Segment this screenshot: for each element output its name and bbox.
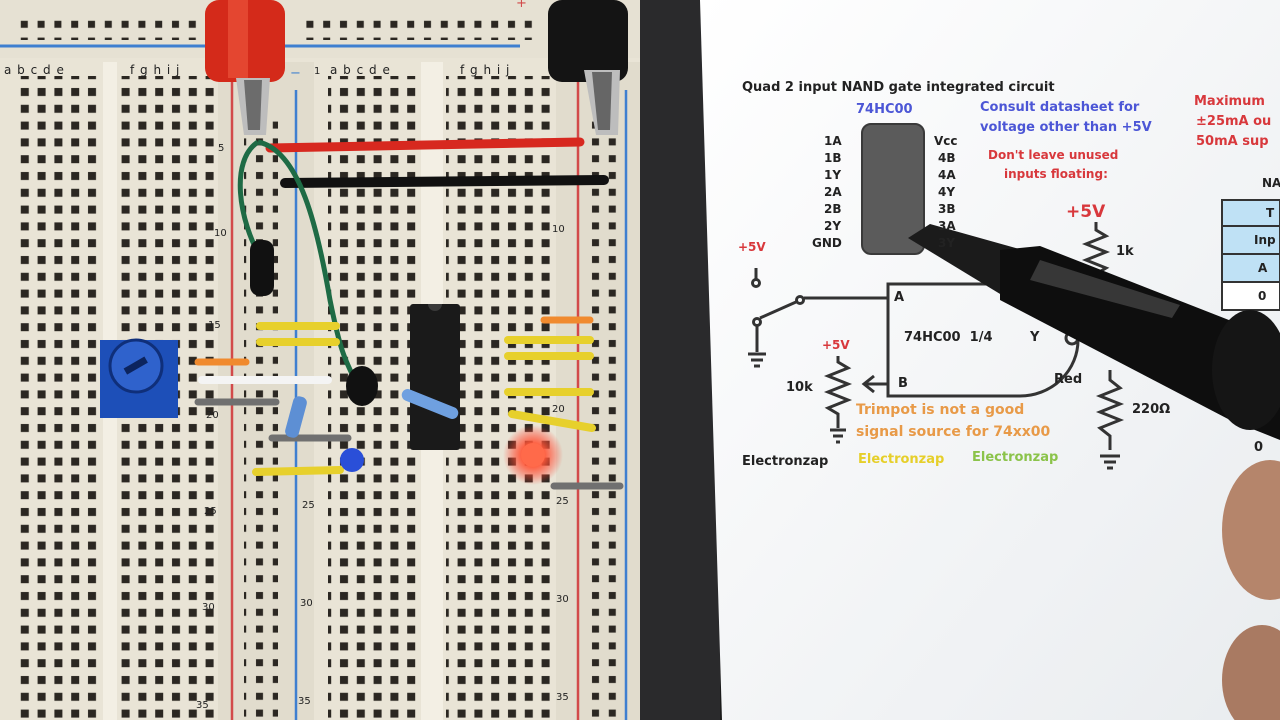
table-cell: A: [1258, 261, 1268, 275]
trimpot-note-line1: Trimpot is not a good: [856, 402, 1025, 418]
row-number: 20: [552, 404, 565, 415]
pin-label-right: 3B: [938, 202, 956, 216]
pin-label-left: 2B: [824, 202, 842, 216]
chip-name: 74HC00: [856, 102, 913, 117]
note-voltage-line2: voltage other than +5V: [980, 120, 1152, 135]
sheet-title: Quad 2 input NAND gate integrated circui…: [742, 80, 1055, 95]
note-floating-line2: inputs floating:: [1004, 167, 1108, 181]
pin-label-left: 2A: [824, 185, 842, 199]
watermark-black: Electronzap: [742, 454, 829, 469]
fingertips: [1222, 460, 1280, 720]
row-number: 5: [218, 143, 225, 154]
table-cell: T: [1266, 206, 1275, 220]
trimpot: [100, 338, 178, 418]
black-alligator-clip: [548, 0, 628, 135]
supply-label-left: +5V: [738, 240, 766, 254]
table-cell: 0: [1258, 289, 1267, 303]
row-number: 20: [206, 410, 219, 421]
truth-table: [1221, 199, 1280, 311]
row-number: 30: [202, 602, 215, 613]
gate-input-b: B: [898, 376, 908, 391]
leds: [340, 425, 563, 485]
pin-label-left: 1A: [824, 134, 842, 148]
col-letters-left: a b c d e: [4, 63, 65, 77]
row-number: 25: [556, 496, 569, 507]
row-number: 15: [208, 320, 221, 331]
col-letters-left2: a b c d e: [330, 63, 391, 77]
row-number: 35: [196, 700, 209, 711]
note-max-line1: Maximum: [1194, 94, 1265, 109]
74hc00-chip: [410, 304, 460, 450]
note-floating-line1: Don't leave unused: [988, 148, 1119, 162]
pen: [908, 224, 1280, 440]
pin-label-right: 4A: [938, 168, 956, 182]
watermark-green: Electronzap: [972, 450, 1059, 465]
col-letters-right: f g h i j: [130, 63, 181, 77]
col-letters-right2: f g h i j: [460, 63, 511, 77]
trimpot-note-line2: signal source for 74xx00: [856, 424, 1051, 440]
table-cell: Inp: [1254, 233, 1276, 247]
jumper-wires: [194, 137, 624, 490]
watermark-yellow: Electronzap: [858, 452, 945, 467]
pin-label-right: 3Y: [938, 236, 956, 250]
resistor-220-label: 220Ω: [1132, 402, 1171, 417]
note-voltage-line1: Consult datasheet for: [980, 100, 1140, 115]
datasheet-paper: [700, 0, 1280, 720]
note-max-line2: ±25mA ou: [1196, 114, 1272, 129]
gate-input-a: A: [894, 290, 905, 305]
pin-label-left: 2Y: [824, 219, 842, 233]
rail-plus-sign: +: [516, 0, 527, 11]
led-label: Red: [1054, 372, 1083, 387]
pin-label-right: 4Y: [938, 185, 956, 199]
table-zero-bottom: 0: [1254, 440, 1264, 455]
gate-output-y: Y: [1030, 330, 1040, 345]
supply-label-top: +5V: [1066, 202, 1106, 222]
ic-pinout-drawing: [861, 123, 925, 255]
note-max-line3: 50mA sup: [1196, 134, 1269, 149]
pin-label-right: Vcc: [934, 134, 958, 148]
row-number: 35: [298, 696, 311, 707]
row-one-label: 1: [314, 66, 321, 77]
resistor-1k-label: 1k: [1116, 244, 1134, 259]
pin-label-right: 4B: [938, 151, 956, 165]
rail-minus-sign: −: [290, 66, 301, 81]
row-number: 30: [556, 594, 569, 605]
pin-label-left: GND: [812, 236, 842, 250]
supply-label-mid: +5V: [822, 338, 850, 352]
row-number: 35: [556, 692, 569, 703]
row-number: 25: [302, 500, 315, 511]
row-number: 30: [300, 598, 313, 609]
table-header: NA: [1262, 176, 1280, 190]
resistor-10k-label: 10k: [786, 380, 813, 395]
pin-label-left: 1Y: [824, 168, 842, 182]
resistors: [285, 389, 459, 438]
row-number: 10: [552, 224, 565, 235]
schematic: [748, 222, 1125, 470]
row-number: 10: [214, 228, 227, 239]
gate-label: 74HC00 1/4: [904, 330, 993, 345]
red-alligator-clip: [205, 0, 285, 135]
pin-label-right: 3A: [938, 219, 956, 233]
pin-label-left: 1B: [824, 151, 842, 165]
row-number: 25: [204, 506, 217, 517]
